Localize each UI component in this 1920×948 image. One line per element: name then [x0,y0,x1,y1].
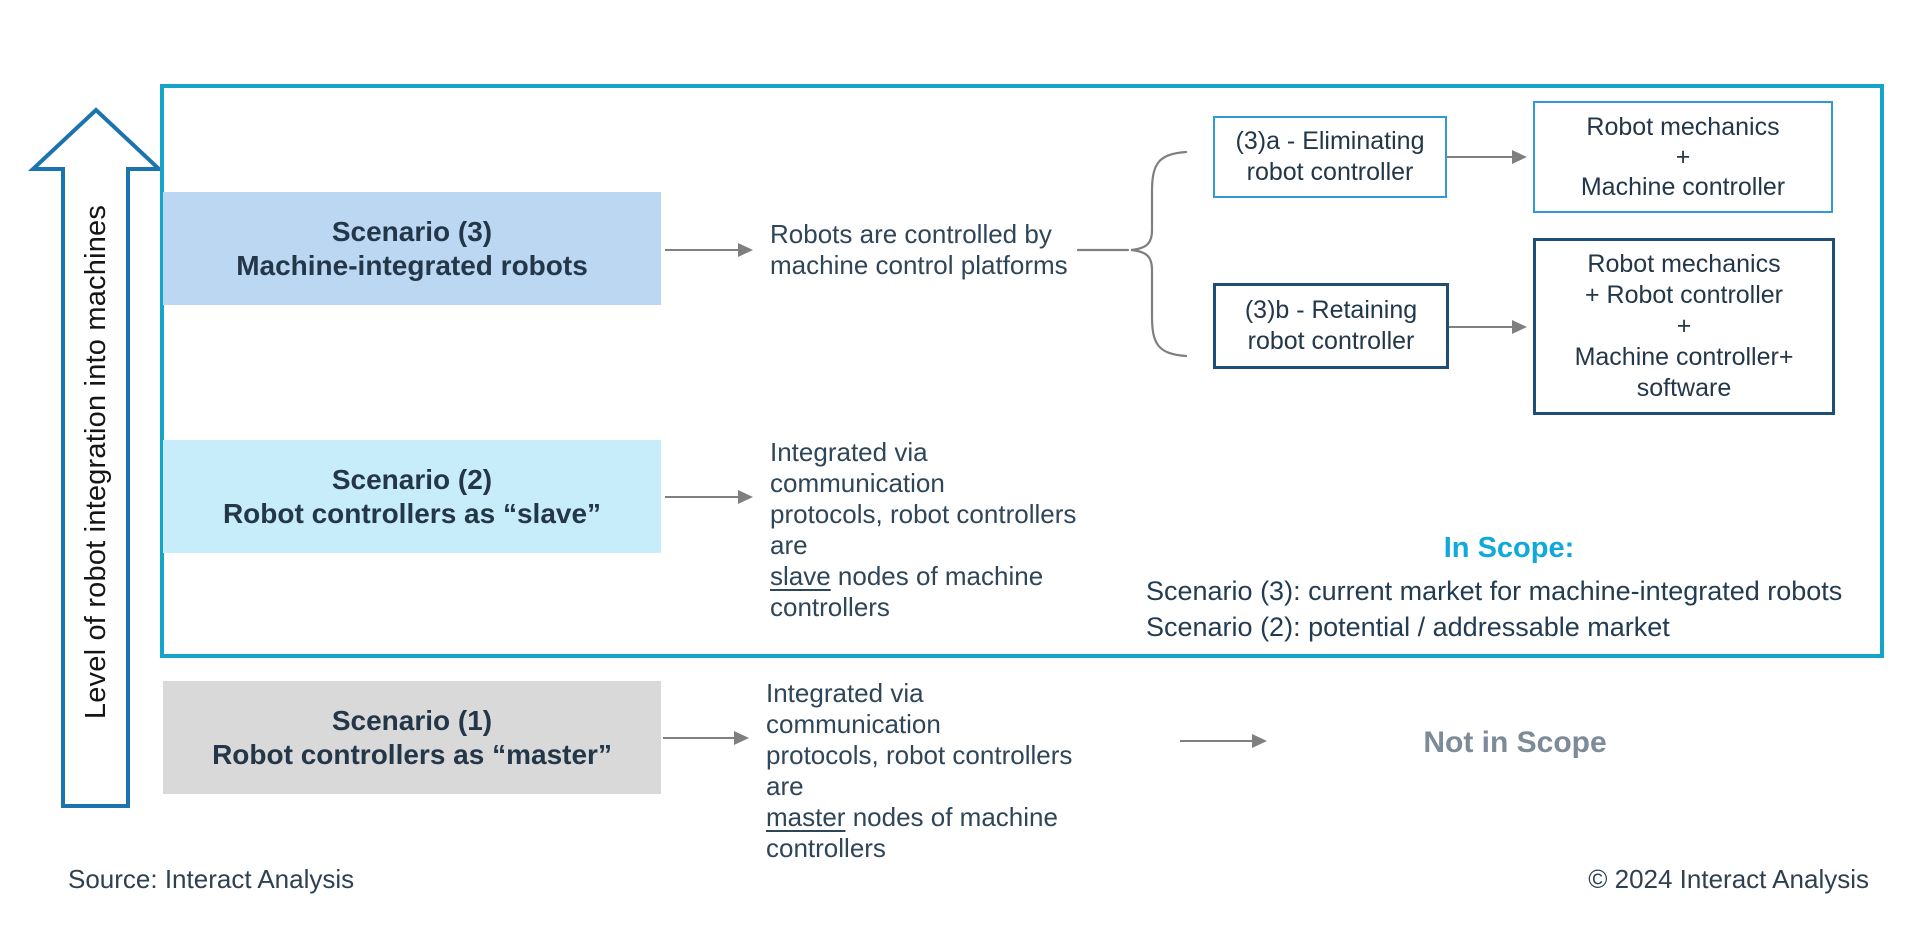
scenario-1-desc-line2: protocols, robot controllers are [766,740,1073,801]
branch-3a-line2: robot controller [1246,158,1414,186]
scenario-2-desc-line2: protocols, robot controllers are [770,499,1077,560]
branch-3a-line1: (3)a - Eliminating [1235,127,1425,155]
underlined-word-slave: slave [770,561,831,591]
scenario-1-desc-line1: Integrated via communication [766,678,941,739]
scenario-1-description: Integrated via communication protocols, … [766,678,1096,864]
not-in-scope-label: Not in Scope [1423,726,1607,759]
result-3b-line1: Robot mechanics [1587,250,1781,278]
in-scope-frame [160,84,1884,658]
scenario-2-desc-line3-rest: nodes of machine [830,561,1044,591]
scenario-1-desc-line3: master nodes of machine [766,802,1096,833]
copyright-note: © 2024 Interact Analysis [1588,864,1869,894]
in-scope-line2: Scenario (2): potential / addressable ma… [1146,612,1670,642]
branch-3a-box: (3)a - Eliminating robot controller [1213,116,1447,198]
result-3b-line3: + [1676,312,1692,340]
scenario-2-desc-line1: Integrated via communication [770,437,945,498]
scenario-2-description: Integrated via communication protocols, … [770,437,1100,623]
branch-3b-line2: robot controller [1247,327,1415,355]
scenario-3-description: Robots are controlled by machine control… [770,219,1100,281]
scenario-3-title-line1: Scenario (3) [331,215,493,247]
result-3a-line1: Robot mechanics [1586,113,1780,141]
scenario-2-title-line2: Robot controllers as “slave” [222,497,602,529]
result-3b-line2: + Robot controller [1584,281,1784,309]
scenario-1-title-line2: Robot controllers as “master” [212,738,612,770]
result-3a-line2: + [1675,143,1691,171]
result-3b-line4: Machine controller+ [1574,343,1794,371]
flow-arrow-scenario1 [663,731,749,745]
underlined-word-master: master [766,802,846,832]
scenario-2-title-line1: Scenario (2) [331,463,493,495]
in-scope-heading: In Scope: [1443,532,1575,564]
result-box-3b: Robot mechanics + Robot controller + Mac… [1533,238,1835,415]
scenario-2-desc-line4: controllers [770,592,890,622]
axis-label: Level of robot integration into machines [80,204,112,720]
scenario-1-desc-line4: controllers [766,833,886,863]
result-3b-line5: software [1636,374,1732,402]
scenario-1-bar: Scenario (1) Robot controllers as “maste… [163,681,661,794]
scenario-3-title-line2: Machine-integrated robots [236,249,588,281]
scenario-3-bar: Scenario (3) Machine-integrated robots [163,192,661,305]
result-3a-line3: Machine controller [1580,173,1786,201]
result-box-3a: Robot mechanics + Machine controller [1533,101,1833,213]
scenario-1-title-line1: Scenario (1) [331,704,493,736]
in-scope-line1: Scenario (3): current market for machine… [1146,576,1843,606]
scenario-3-desc-line1: Robots are controlled by [770,219,1052,249]
source-note: Source: Interact Analysis [68,864,355,894]
scenario-2-bar: Scenario (2) Robot controllers as “slave… [163,440,661,553]
in-scope-annotation: In Scope: Scenario (3): current market f… [1146,532,1872,645]
branch-3b-box: (3)b - Retaining robot controller [1213,283,1449,369]
scenario-3-desc-line2: machine control platforms [770,250,1068,280]
scenario-1-desc-line3-rest: nodes of machine [845,802,1058,832]
scenario-2-desc-line3: slave nodes of machine [770,561,1100,592]
flow-arrow-not-in-scope [1180,734,1267,748]
branch-3b-line1: (3)b - Retaining [1244,296,1418,324]
